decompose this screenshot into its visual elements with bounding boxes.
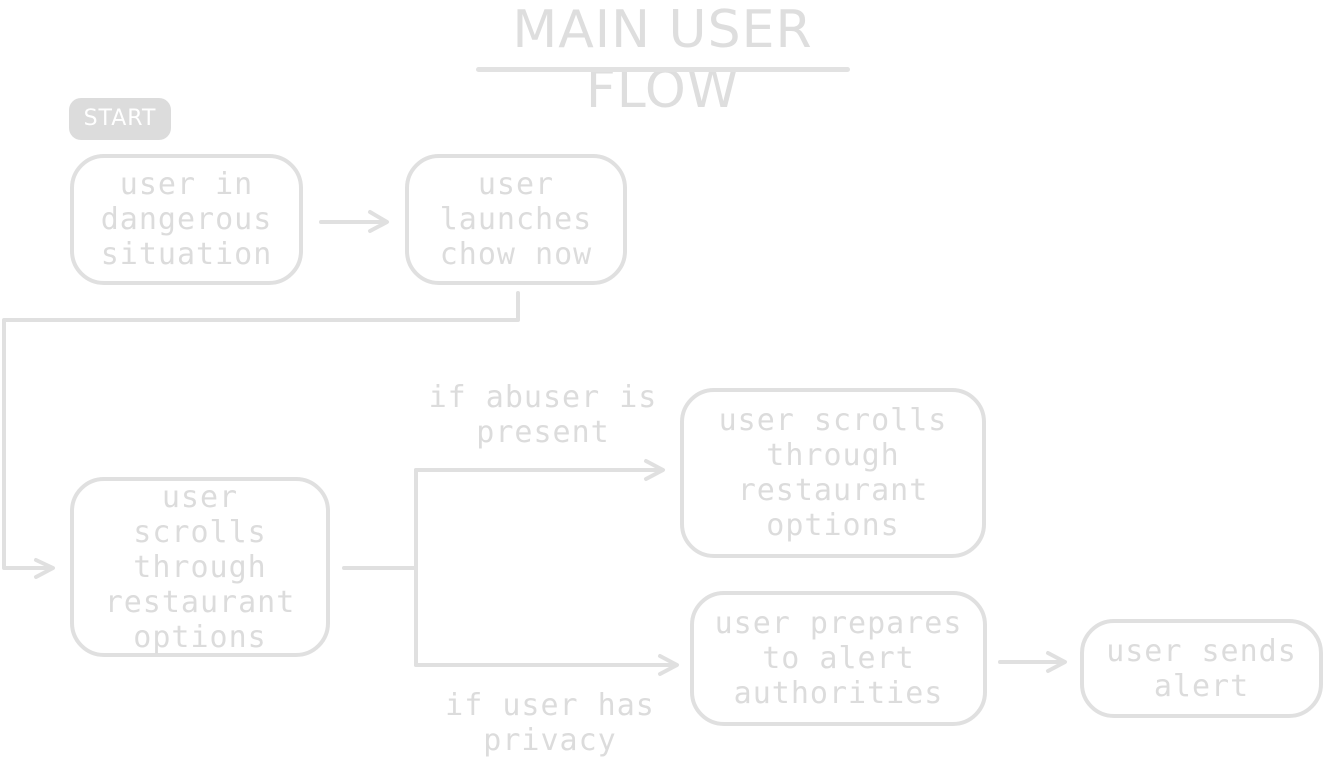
node-user-launches-chow-now: user launches chow now	[405, 154, 627, 285]
arrowhead-dangerous-to-launch	[368, 210, 389, 233]
edge-label-user-has-privacy: if user has privacy	[445, 688, 655, 758]
arrowhead-branch-to-privacy	[658, 654, 679, 676]
start-badge: START	[69, 98, 171, 140]
node-user-sends-alert: user sends alert	[1080, 619, 1323, 718]
node-user-in-dangerous-situation: user in dangerous situation	[70, 154, 303, 285]
node-user-scrolls-abuser-present: user scrolls through restaurant options	[680, 388, 986, 558]
node-label: user launches chow now	[439, 167, 593, 272]
title-underline	[476, 67, 850, 72]
node-label: user in dangerous situation	[100, 167, 273, 272]
arrowhead-prepare-to-send	[1046, 651, 1067, 673]
node-label: user scrolls through restaurant options	[718, 403, 948, 543]
node-label: user scrolls through restaurant options	[104, 479, 296, 655]
node-label: user prepares to alert authorities	[714, 606, 963, 711]
node-user-scrolls-restaurant-options: user scrolls through restaurant options	[70, 477, 330, 657]
connector-launch-to-scroll	[2, 291, 520, 570]
node-label: user sends alert	[1106, 633, 1297, 704]
edge-label-abuser-present: if abuser is present	[428, 380, 658, 450]
arrowhead-branch-to-abuser	[644, 459, 665, 481]
arrowhead-launch-to-scroll	[34, 558, 55, 579]
node-user-prepares-to-alert-authorities: user prepares to alert authorities	[690, 591, 987, 726]
